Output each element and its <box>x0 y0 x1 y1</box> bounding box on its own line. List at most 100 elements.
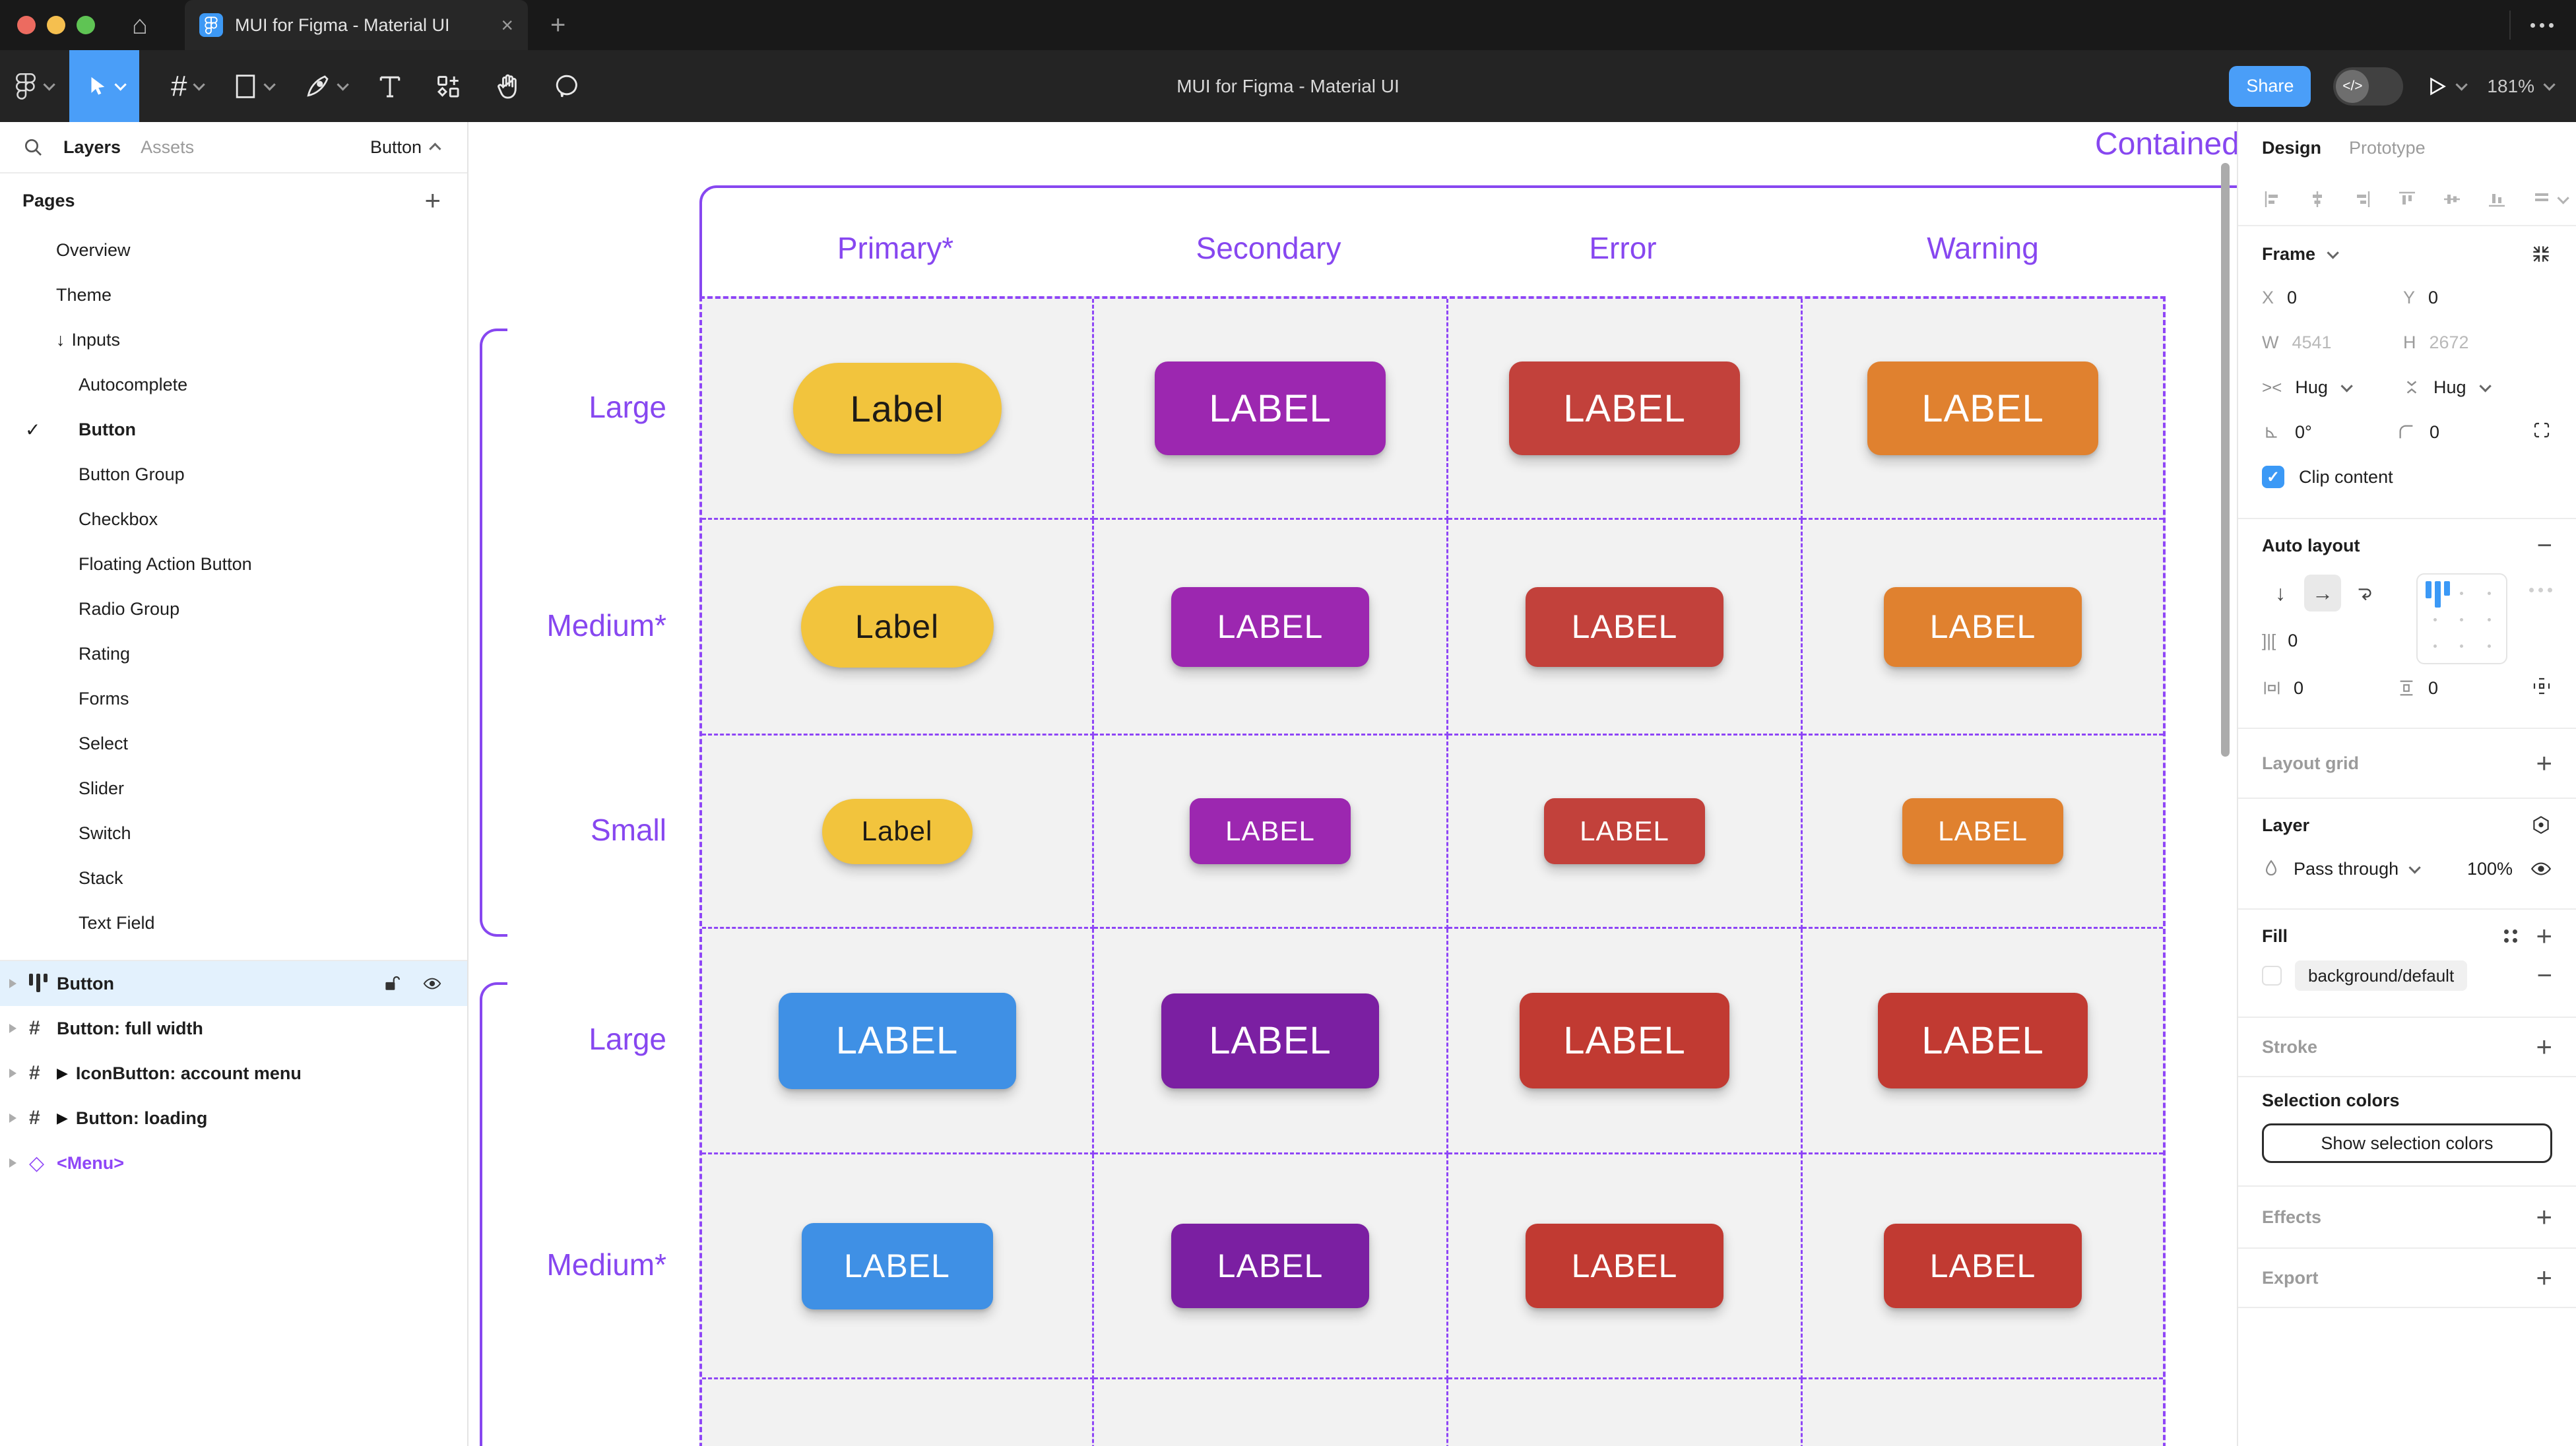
align-top-icon[interactable] <box>2397 189 2418 210</box>
canvas-button-secondary-medium[interactable]: LABEL <box>1171 1224 1369 1308</box>
corner-radius-value[interactable]: 0 <box>2430 422 2440 442</box>
vertical-padding-value[interactable]: 0 <box>2428 677 2439 698</box>
unlock-icon[interactable] <box>383 974 400 993</box>
search-icon[interactable] <box>22 137 44 158</box>
canvas-button-primary-medium[interactable]: Label <box>800 586 994 668</box>
canvas-button-primary-medium[interactable]: LABEL <box>801 1222 993 1309</box>
minimize-window-button[interactable] <box>47 16 65 34</box>
visibility-eye-icon[interactable] <box>2530 859 2552 879</box>
sidebar-page-autocomplete[interactable]: Autocomplete <box>0 362 467 407</box>
remove-fill-button[interactable]: − <box>2536 960 2552 990</box>
canvas-button-error-large[interactable]: LABEL <box>1509 362 1740 455</box>
pen-tool-button[interactable] <box>304 50 350 122</box>
home-icon[interactable]: ⌂ <box>131 10 148 40</box>
zoom-menu[interactable]: 181% <box>2487 76 2556 97</box>
canvas-scrollbar[interactable] <box>2221 163 2230 757</box>
independent-padding-icon[interactable] <box>2531 676 2552 697</box>
fill-color-swatch[interactable] <box>2262 966 2282 986</box>
tab-layers[interactable]: Layers <box>63 137 121 157</box>
sidebar-page-radio-group[interactable]: Radio Group <box>0 586 467 631</box>
remove-auto-layout-button[interactable]: − <box>2536 530 2552 560</box>
opacity-value[interactable]: 100% <box>2466 858 2513 879</box>
sidebar-page-stack[interactable]: Stack <box>0 856 467 900</box>
add-page-button[interactable]: + <box>424 185 441 216</box>
canvas-button-primary-large[interactable]: LABEL <box>778 992 1016 1089</box>
canvas-button-secondary-small[interactable]: LABEL <box>1190 798 1351 864</box>
layer-item-button-loading[interactable]: #▶Button: loading <box>0 1096 467 1141</box>
add-stroke-button[interactable]: + <box>2536 1031 2552 1062</box>
horizontal-layout-button[interactable]: → <box>2304 575 2341 612</box>
align-right-icon[interactable] <box>2352 189 2373 210</box>
sidebar-page-text-field[interactable]: Text Field <box>0 900 467 945</box>
layer-item-button[interactable]: Button <box>0 961 467 1006</box>
horizontal-resizing-select[interactable]: >< Hug <box>2262 377 2403 398</box>
canvas-button-secondary-large[interactable]: LABEL <box>1161 993 1379 1088</box>
expand-caret-icon[interactable] <box>9 979 16 988</box>
blend-mode-icon[interactable] <box>2530 814 2552 836</box>
sidebar-page-switch[interactable]: Switch <box>0 811 467 856</box>
layer-item-menu[interactable]: ◇<Menu> <box>0 1141 467 1185</box>
canvas-button-primary-large[interactable]: Label <box>792 363 1002 454</box>
sidebar-page-forms[interactable]: Forms <box>0 676 467 721</box>
independent-corners-icon[interactable] <box>2531 420 2552 441</box>
canvas-button-warning-large[interactable]: LABEL <box>1867 362 2098 455</box>
sidebar-page-theme[interactable]: Theme <box>0 272 467 317</box>
canvas-button-secondary-medium[interactable]: LABEL <box>1171 586 1369 667</box>
align-left-icon[interactable] <box>2262 189 2283 210</box>
layer-item-iconbutton-account-menu[interactable]: #▶IconButton: account menu <box>0 1051 467 1096</box>
align-vertical-center-icon[interactable] <box>2441 189 2463 210</box>
canvas-button-error-large[interactable]: LABEL <box>1520 993 1729 1088</box>
add-export-button[interactable]: + <box>2536 1262 2552 1293</box>
frame-section-header[interactable]: Frame <box>2262 243 2316 264</box>
close-tab-icon[interactable]: × <box>501 13 513 37</box>
component-selector[interactable]: Button <box>370 137 441 158</box>
close-window-button[interactable] <box>17 16 36 34</box>
layer-item-button-full-width[interactable]: #Button: full width <box>0 1006 467 1051</box>
canvas-button-warning-small[interactable]: LABEL <box>1902 798 2063 864</box>
sidebar-page-floating-action-button[interactable]: Floating Action Button <box>0 542 467 586</box>
resize-to-fit-icon[interactable] <box>2530 243 2552 265</box>
distribute-menu[interactable] <box>2531 189 2569 210</box>
tab-prototype[interactable]: Prototype <box>2349 137 2426 158</box>
x-value[interactable]: 0 <box>2287 287 2298 307</box>
window-more-options-icon[interactable] <box>2530 22 2554 28</box>
vertical-resizing-select[interactable]: Hug <box>2403 377 2544 398</box>
text-tool-button[interactable] <box>377 50 402 122</box>
canvas-button-error-medium[interactable]: LABEL <box>1526 1224 1723 1308</box>
sidebar-page-checkbox[interactable]: Checkbox <box>0 497 467 542</box>
wrap-layout-button[interactable] <box>2346 575 2383 612</box>
add-fill-button[interactable]: + <box>2536 920 2552 951</box>
canvas-button-secondary-large[interactable]: LABEL <box>1155 362 1386 455</box>
visibility-eye-icon[interactable] <box>422 975 442 992</box>
frame-title[interactable]: Contained <box>2095 127 2237 162</box>
canvas-button-warning-large[interactable]: LABEL <box>1878 993 2088 1088</box>
hand-tool-button[interactable] <box>494 50 521 122</box>
main-menu-button[interactable] <box>16 50 55 122</box>
align-bottom-icon[interactable] <box>2486 189 2507 210</box>
fullscreen-window-button[interactable] <box>77 16 95 34</box>
rotation-value[interactable]: 0° <box>2295 422 2312 442</box>
file-tab[interactable]: MUI for Figma - Material UI × <box>185 0 528 50</box>
fill-style-chip[interactable]: background/default <box>2295 960 2468 991</box>
frame-tool-button[interactable]: # <box>171 50 206 122</box>
sidebar-page-inputs[interactable]: ↓Inputs <box>0 317 467 362</box>
auto-layout-more-options[interactable] <box>2529 569 2552 664</box>
sidebar-page-button-group[interactable]: Button Group <box>0 452 467 497</box>
sidebar-page-slider[interactable]: Slider <box>0 766 467 811</box>
gap-value[interactable]: 0 <box>2288 630 2298 650</box>
expand-caret-icon[interactable] <box>9 1114 16 1123</box>
shape-tool-button[interactable] <box>234 50 276 122</box>
clip-content-checkbox[interactable]: ✓ <box>2262 466 2284 488</box>
vertical-layout-button[interactable]: ↓ <box>2275 581 2286 605</box>
tab-assets[interactable]: Assets <box>141 137 195 157</box>
add-layout-grid-button[interactable]: + <box>2536 747 2552 778</box>
alignment-grid[interactable] <box>2416 573 2507 664</box>
new-tab-button[interactable]: + <box>550 10 566 40</box>
tab-design[interactable]: Design <box>2262 137 2322 158</box>
height-value[interactable]: 2672 <box>2429 332 2469 352</box>
y-value[interactable]: 0 <box>2428 287 2439 307</box>
canvas-button-error-small[interactable]: LABEL <box>1544 798 1705 864</box>
align-horizontal-center-icon[interactable] <box>2307 189 2328 210</box>
horizontal-padding-value[interactable]: 0 <box>2294 677 2304 698</box>
